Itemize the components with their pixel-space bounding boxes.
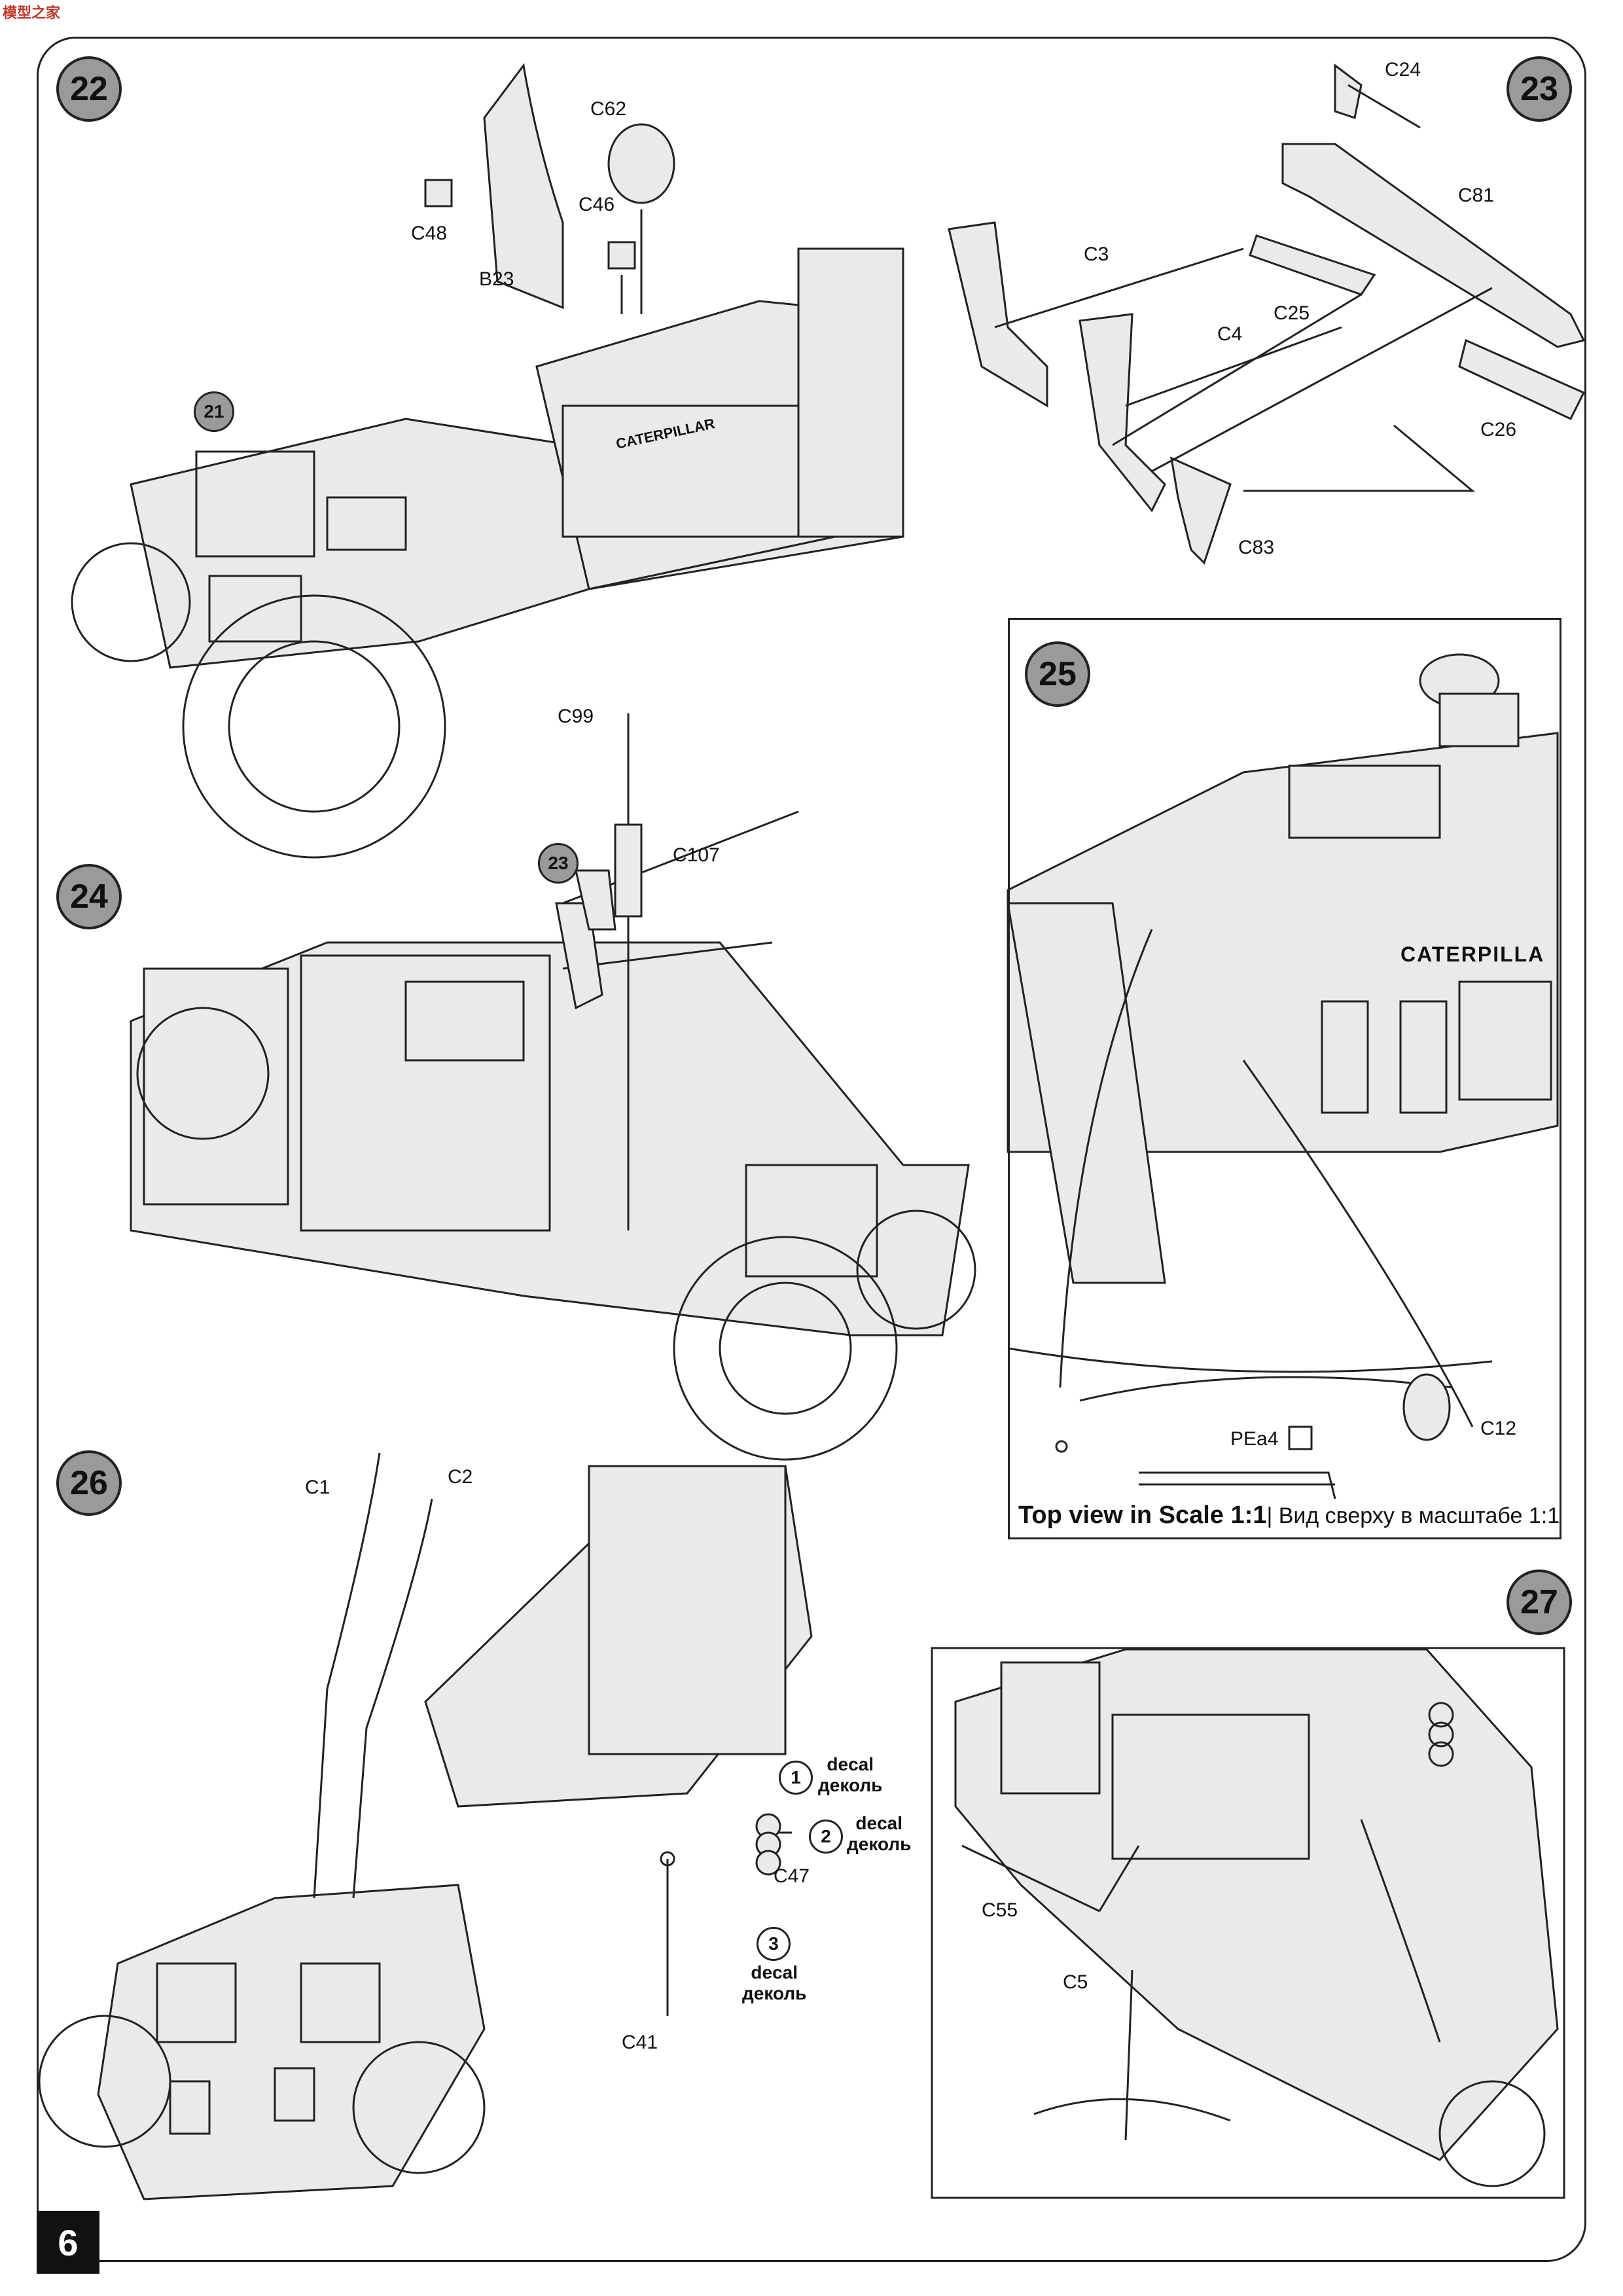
decal-2-en: decal	[855, 1813, 902, 1833]
decal-3-ru: деколь	[742, 1983, 807, 2003]
step-number-25: 25	[1025, 641, 1090, 707]
decal-number-2: 2	[809, 1820, 843, 1854]
part-label-c2: C2	[448, 1466, 473, 1488]
step24-illustration	[130, 713, 976, 1461]
part-label-b23: B23	[479, 268, 514, 290]
part-label-c4: C4	[1217, 323, 1243, 345]
step-number-23: 23	[1507, 56, 1572, 122]
page-number: 6	[37, 2211, 99, 2274]
engine-brand-text: CATERPILLA	[1400, 942, 1545, 966]
part-label-c41: C41	[622, 2032, 658, 2053]
step-number-22: 22	[56, 56, 122, 122]
part-label-c81: C81	[1458, 185, 1495, 206]
part-label-c55: C55	[982, 1899, 1018, 1921]
step25-caption: Top view in Scale 1:1| Вид сверху в масш…	[1018, 1501, 1560, 1530]
decal-1-en: decal	[827, 1754, 874, 1774]
part-label-c25: C25	[1274, 302, 1310, 324]
part-label-c48: C48	[411, 223, 448, 244]
decal-label-2: decal деколь	[847, 1813, 911, 1855]
step23-illustration	[948, 63, 1586, 565]
part-label-c1: C1	[305, 1477, 330, 1498]
part-label-c107: C107	[673, 844, 720, 866]
step-number-24: 24	[56, 864, 122, 929]
ref-step-21: 21	[194, 391, 234, 432]
decal-number-3: 3	[757, 1927, 791, 1961]
part-label-c12: C12	[1480, 1418, 1517, 1439]
part-label-c3: C3	[1084, 243, 1109, 265]
part-label-c5: C5	[1063, 1971, 1088, 1993]
part-label-c62: C62	[590, 98, 627, 120]
part-label-c46: C46	[579, 194, 615, 215]
part-label-c99: C99	[558, 706, 594, 727]
caption-scale-bold: Top view in Scale 1:1	[1018, 1501, 1267, 1529]
part-label-c83: C83	[1238, 537, 1275, 558]
decal-label-1: decal деколь	[818, 1754, 882, 1796]
decal-number-1: 1	[779, 1761, 813, 1795]
step-number-27: 27	[1507, 1570, 1572, 1635]
ref-step-23: 23	[538, 843, 579, 884]
step25-box	[1008, 618, 1561, 1539]
publisher-logo: 模型之家	[3, 5, 61, 21]
decal-2-ru: деколь	[847, 1834, 912, 1854]
part-label-pea4: PEa4	[1230, 1428, 1279, 1450]
decal-3-en: decal	[751, 1962, 798, 1982]
part-label-c26: C26	[1480, 419, 1517, 440]
step27-illustration	[954, 1648, 1559, 2187]
caption-scale-russian: | Вид сверху в масштабе 1:1	[1266, 1503, 1560, 1528]
part-label-c47: C47	[774, 1865, 810, 1887]
step26-illustration	[38, 1452, 813, 2200]
step22-illustration	[71, 63, 904, 859]
decal-1-ru: деколь	[818, 1775, 883, 1795]
decal-label-3: decal деколь	[742, 1962, 806, 2004]
step-number-26: 26	[56, 1450, 122, 1516]
page-frame	[37, 37, 1586, 2262]
part-label-c24: C24	[1385, 59, 1421, 81]
step25-illustration	[1007, 653, 1559, 1499]
